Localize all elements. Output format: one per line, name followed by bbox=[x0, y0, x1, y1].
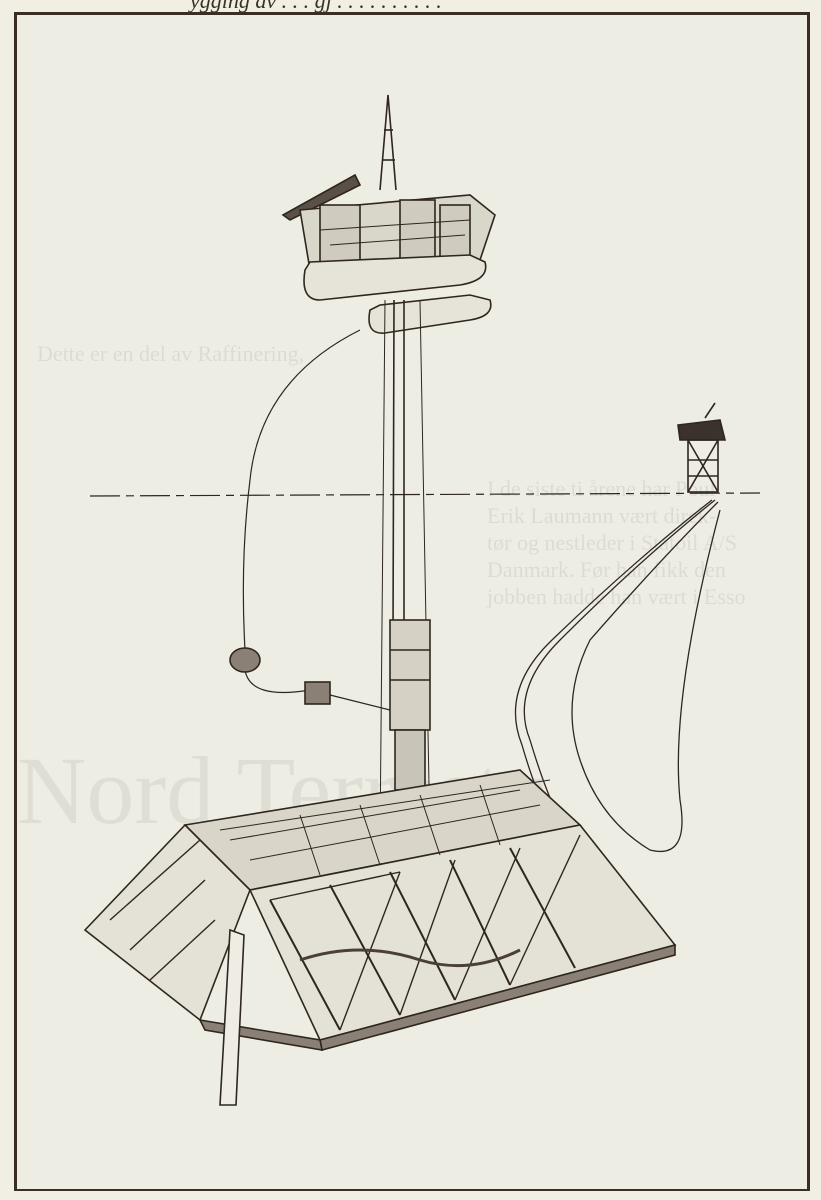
show-through-line: I de siste ti årene har Poul bbox=[487, 476, 716, 501]
bop-stack bbox=[389, 619, 431, 791]
pipelines bbox=[514, 499, 721, 852]
production-platform bbox=[677, 402, 727, 493]
show-through-line: Danmark. Før han fikk den bbox=[487, 557, 726, 582]
show-through-text: I de siste ti årene har Poul Erik Lauman… bbox=[487, 475, 745, 610]
show-through-line: tør og nestleder i Statoil A/S bbox=[487, 530, 737, 555]
show-through-line: jobben hadde han vært i Esso bbox=[487, 584, 746, 609]
semisubmersible-rig bbox=[281, 94, 496, 334]
cutoff-caption: ygging av . . . gj . . . . . . . . . . bbox=[190, 0, 442, 13]
subsea-template bbox=[83, 769, 677, 1106]
show-through-line: Erik Laumann vært direk- bbox=[487, 503, 717, 528]
show-through-text: Dette er en del av Raffinering, bbox=[37, 341, 305, 366]
illustration-frame: I de siste ti årene har Poul Erik Lauman… bbox=[14, 12, 810, 1191]
drilling-riser bbox=[379, 299, 431, 841]
umbilical-line bbox=[242, 329, 391, 711]
sea-surface-line bbox=[89, 492, 761, 497]
subsea-control-pod bbox=[229, 647, 331, 705]
